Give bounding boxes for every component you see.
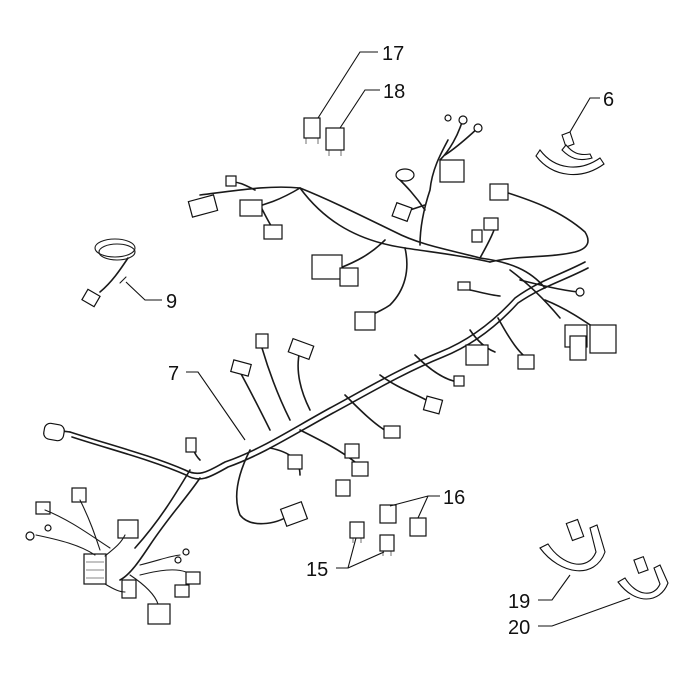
callout-labels: 17 18 6 9 7 16 15 19 20 <box>166 43 614 639</box>
main-wiring-harness <box>47 121 606 581</box>
callout-6: 6 <box>603 89 614 111</box>
strap-part-19 <box>539 518 606 572</box>
strap-part-20 <box>617 556 669 600</box>
callout-16: 16 <box>443 487 465 509</box>
callout-9: 9 <box>166 291 177 313</box>
clamp-part-6 <box>535 131 605 175</box>
harness-connectors <box>25 114 617 625</box>
callout-18: 18 <box>383 81 405 103</box>
leader-lines <box>125 51 631 627</box>
sensor-cable-part-9 <box>81 238 136 308</box>
fuse-parts-15-16 <box>349 504 427 556</box>
fuse-parts-17-18 <box>303 117 345 156</box>
callout-19: 19 <box>508 591 530 613</box>
callout-7: 7 <box>168 363 179 385</box>
callout-15: 15 <box>306 559 328 581</box>
callout-17: 17 <box>382 43 404 65</box>
callout-20: 20 <box>508 617 530 639</box>
